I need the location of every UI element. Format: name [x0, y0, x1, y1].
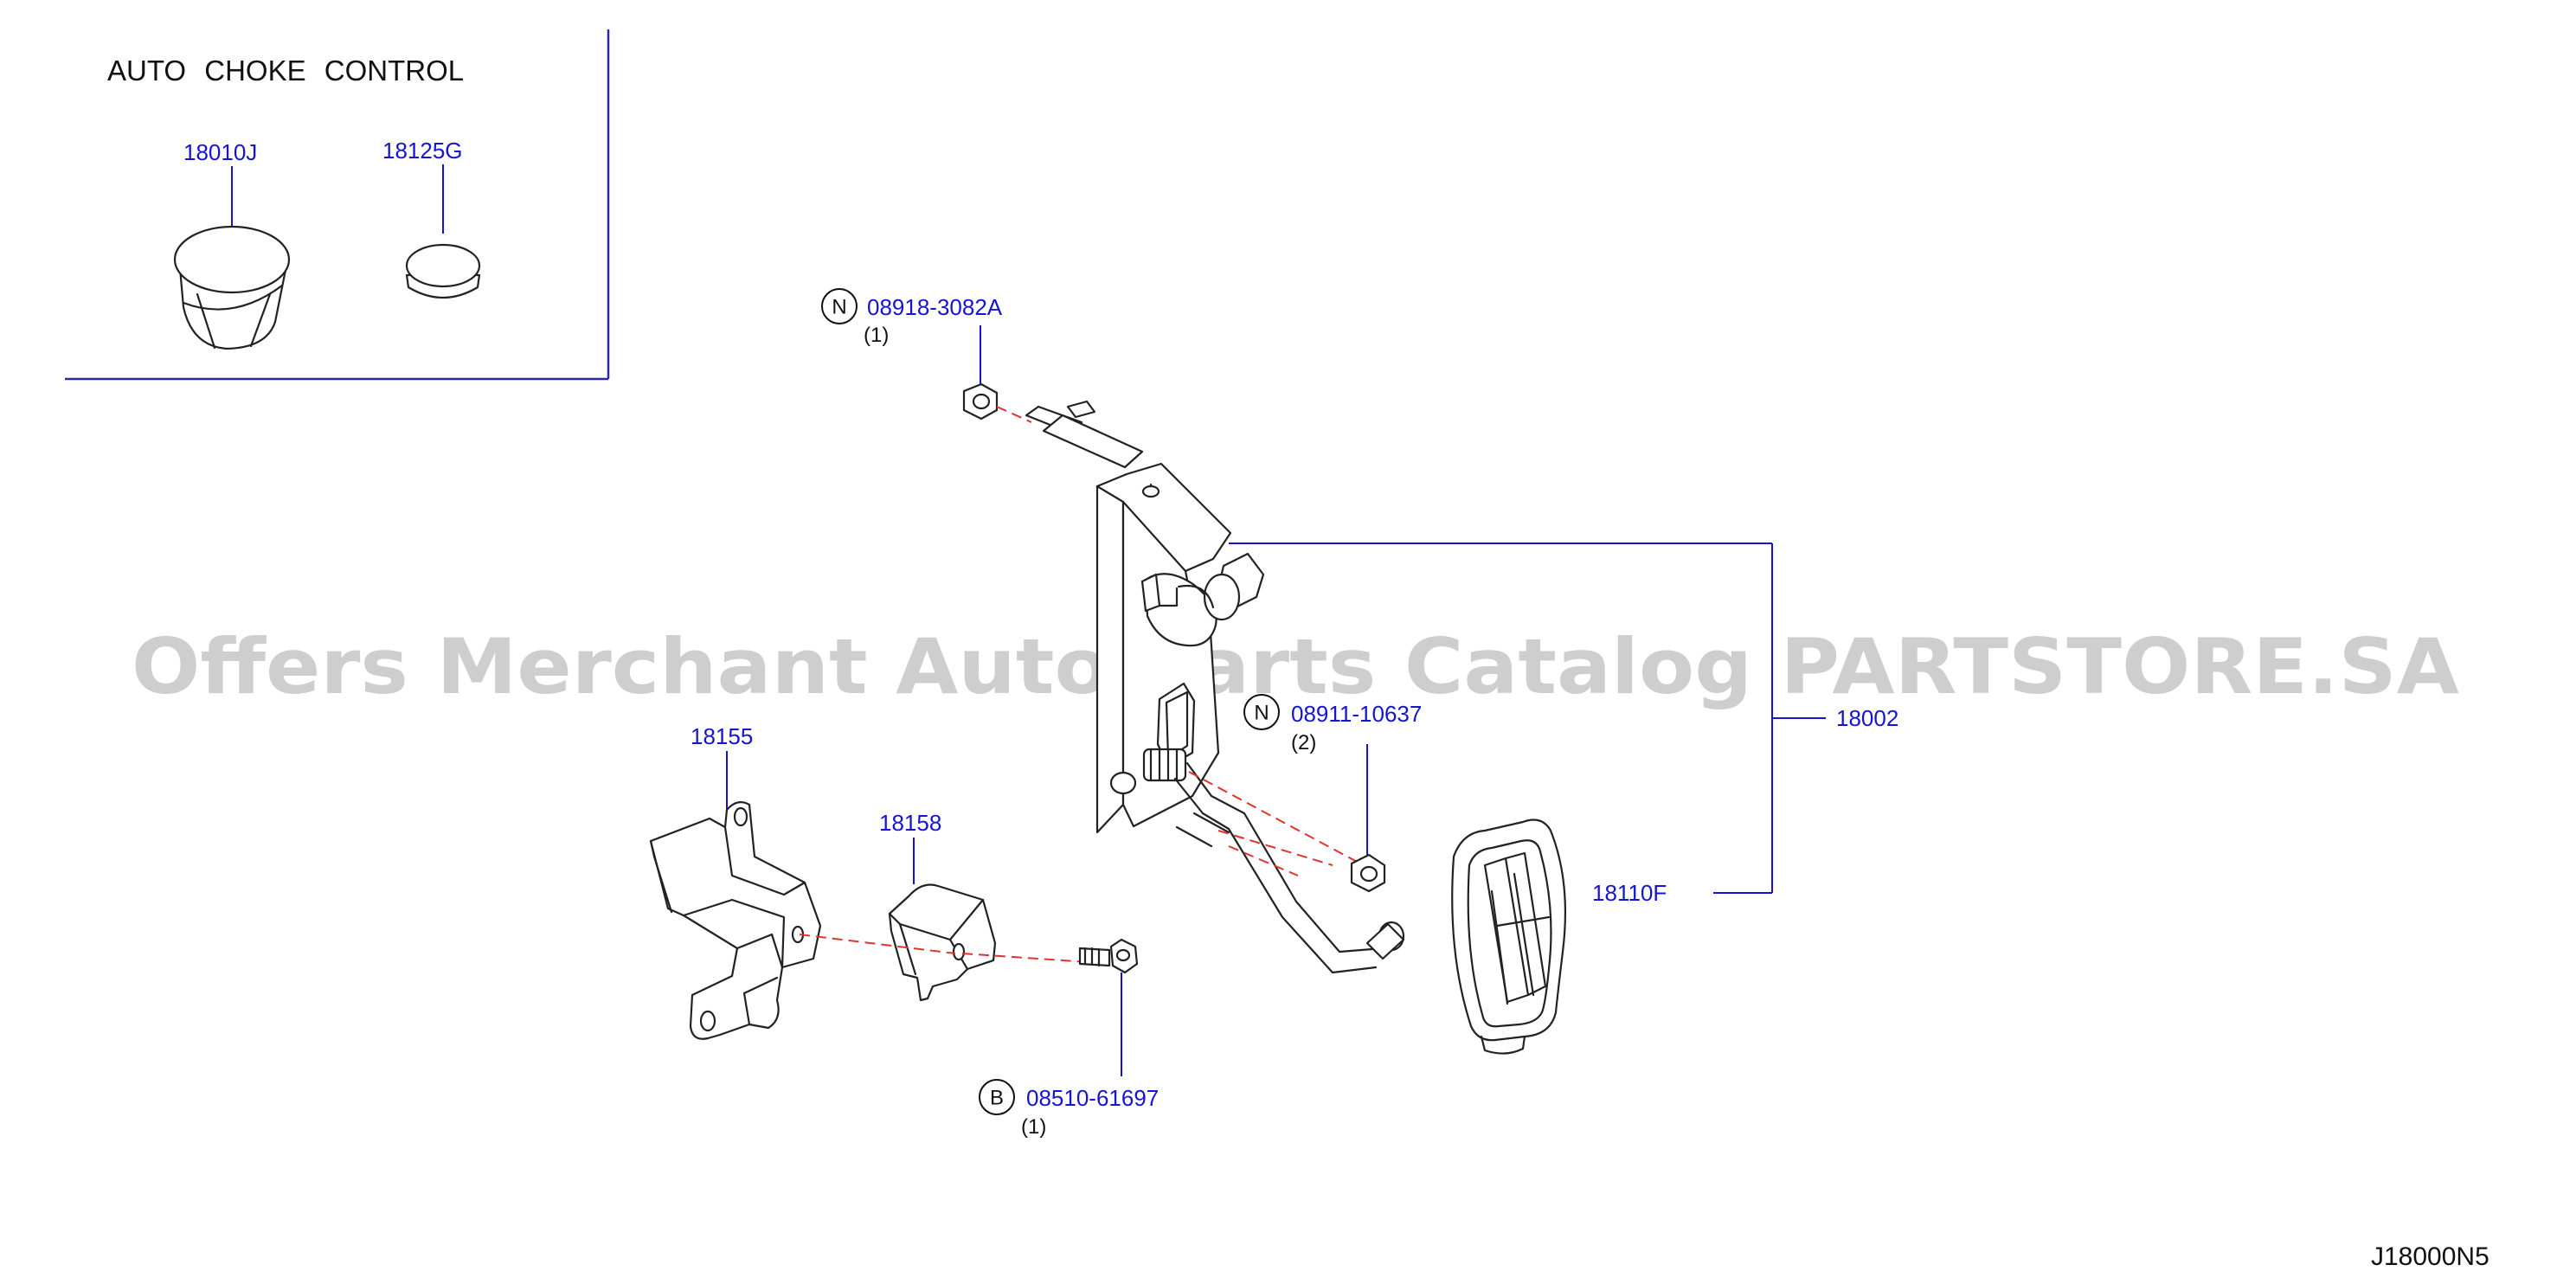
part-label-18010J[interactable]: 18010J — [183, 139, 257, 165]
part-label-08918-3082A[interactable]: 08918-3082A — [867, 294, 1003, 320]
callout-nut-top[interactable]: N 08918-3082A (1) — [821, 288, 1003, 389]
part-label-18155[interactable]: 18155 — [691, 723, 753, 749]
bracket-large — [649, 800, 822, 1040]
part-label-08510-61697[interactable]: 08510-61697 — [1026, 1085, 1159, 1111]
part-label-18158[interactable]: 18158 — [879, 810, 941, 836]
callout-bracket-large[interactable]: 18155 — [691, 723, 753, 810]
part-label-18002[interactable]: 18002 — [1836, 705, 1898, 731]
nut-marker-circle — [821, 288, 858, 324]
bolt-marker-circle — [979, 1079, 1015, 1115]
inset-panel: AUTO CHOKE CONTROL 18010J 18125G — [65, 29, 610, 381]
choke-plug-large — [173, 225, 291, 350]
nut-mid-marker-circle — [1243, 694, 1280, 730]
callout-bolt[interactable]: B 08510-61697 (1) — [979, 973, 1159, 1139]
bolt-marker-letter: B — [990, 1087, 1004, 1110]
accelerator-pedal-assembly — [1025, 400, 1405, 974]
pedal-pad — [1451, 819, 1566, 1055]
qty-label-nut-top: (1) — [864, 324, 889, 347]
hex-nut-mid — [1350, 853, 1386, 893]
inset-title: AUTO CHOKE CONTROL — [107, 55, 464, 87]
part-label-18110F[interactable]: 18110F — [1592, 880, 1667, 906]
callout-pedal-group: 18002 18110F — [1229, 542, 1898, 906]
diagram-code: J18000N5 — [2371, 1242, 2489, 1271]
qty-label-bolt: (1) — [1021, 1115, 1046, 1139]
watermark-text: Offers Merchant Auto Parts Catalog PARTS… — [132, 622, 2459, 711]
flange-bolt — [1078, 938, 1139, 974]
part-label-08911-10637[interactable]: 08911-10637 — [1291, 701, 1422, 727]
callout-bracket-small[interactable]: 18158 — [879, 810, 941, 884]
callout-nut-mid[interactable]: N 08911-10637 (2) — [1243, 694, 1422, 855]
nut-marker-letter: N — [832, 296, 846, 319]
bracket-small — [888, 883, 997, 1002]
hex-nut-top — [962, 382, 999, 421]
qty-label-nut-mid: (2) — [1291, 731, 1316, 754]
choke-cap-small — [405, 243, 481, 299]
nut-mid-marker-letter: N — [1254, 702, 1269, 725]
part-label-18125G[interactable]: 18125G — [382, 138, 463, 164]
